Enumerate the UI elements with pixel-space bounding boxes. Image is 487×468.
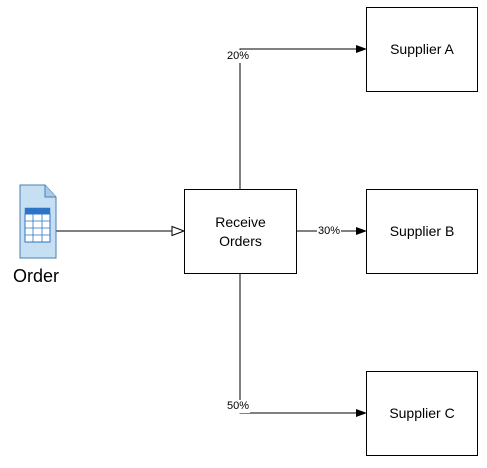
receive-orders-label: Receive Orders <box>215 213 266 249</box>
open-arrowhead <box>171 225 186 237</box>
arrowhead-supplier-a <box>356 45 367 53</box>
supplier-b-label: Supplier B <box>389 223 455 239</box>
supplier-c-label: Supplier C <box>389 405 455 421</box>
order-label: Order <box>13 266 60 286</box>
supplier-b-box: Supplier B <box>366 189 478 274</box>
supplier-a-label: Supplier A <box>390 41 454 57</box>
connector-receive-to-supplier-a <box>239 48 356 189</box>
receive-orders-box: Receive Orders <box>184 189 297 274</box>
edge-label-supplier-c: 50% <box>226 400 251 413</box>
arrowhead-supplier-c <box>356 409 367 417</box>
supplier-a-box: Supplier A <box>366 7 478 92</box>
edge-label-supplier-b: 30% <box>317 225 342 238</box>
spreadsheet-document-icon <box>19 184 57 259</box>
supplier-c-box: Supplier C <box>366 371 478 456</box>
connector-receive-to-supplier-c <box>239 273 356 414</box>
arrowhead-supplier-b <box>356 227 367 235</box>
edge-label-supplier-a: 20% <box>226 50 251 63</box>
